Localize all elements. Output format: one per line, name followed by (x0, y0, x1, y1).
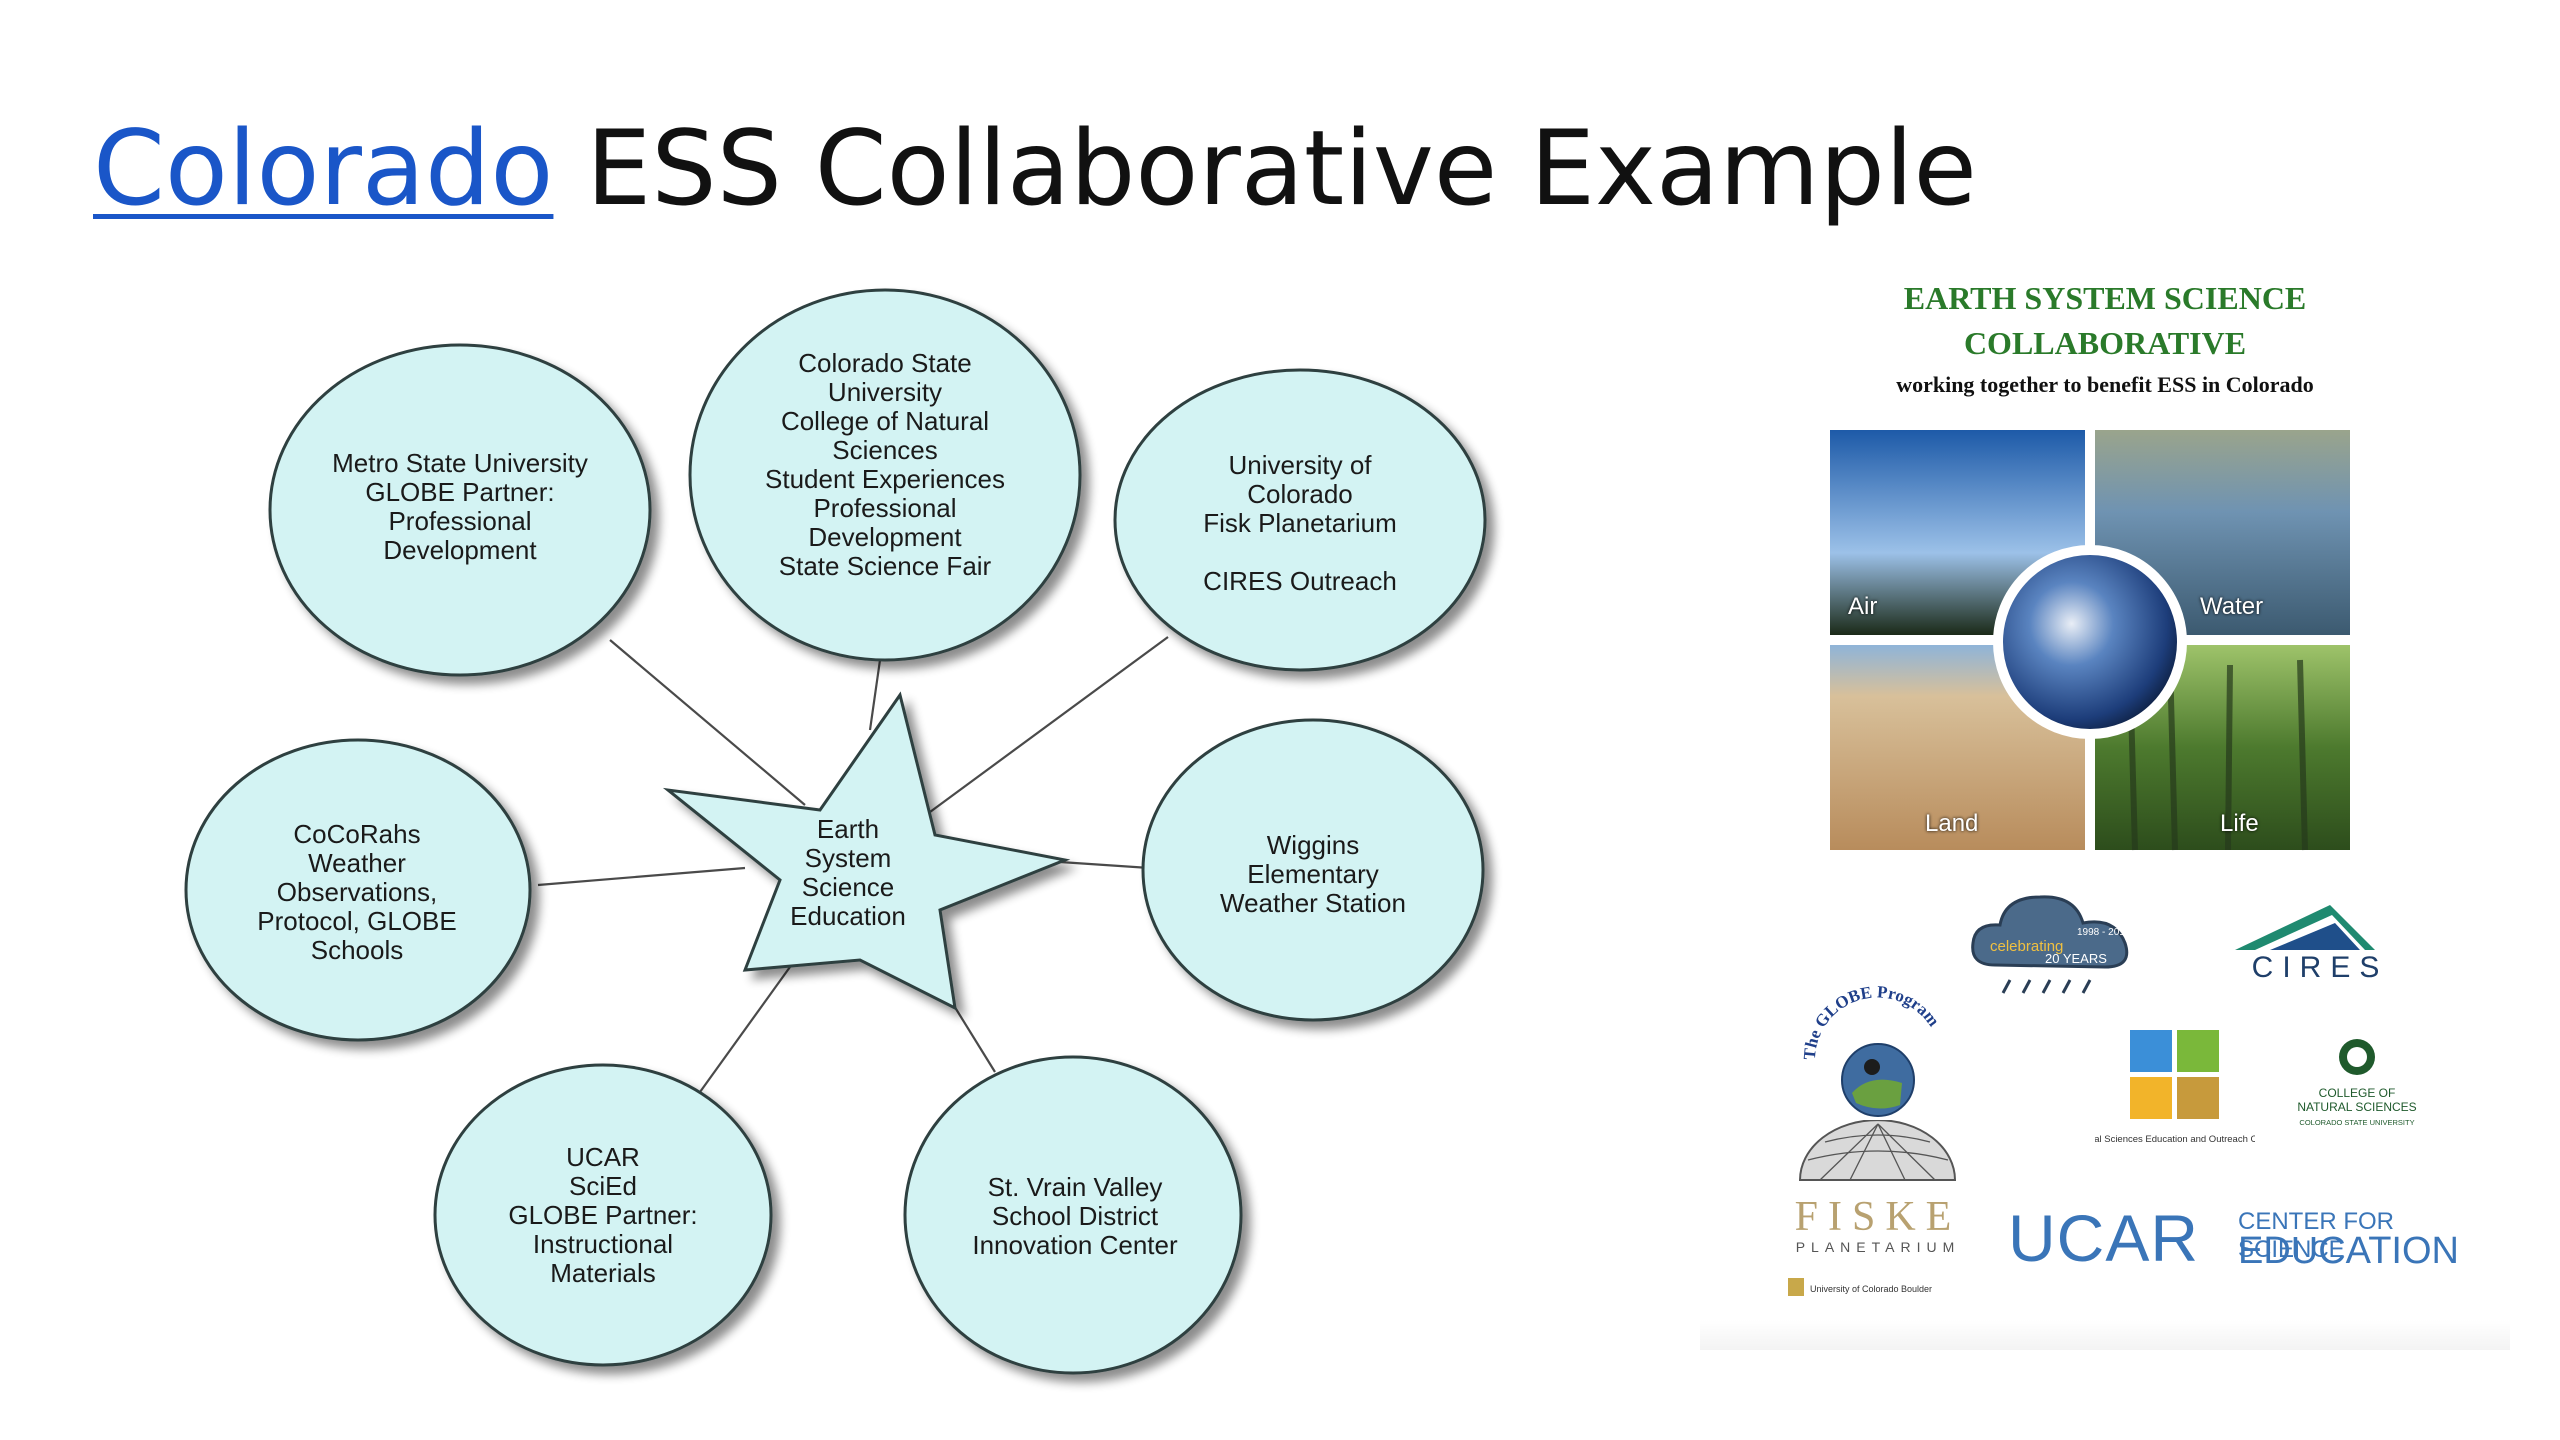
air-label: Air (1848, 593, 1878, 620)
poster-heading-2: COLLABORATIVE (1963, 325, 2247, 361)
earth-globe-image (1993, 545, 2187, 739)
node-label-line: University of (1228, 450, 1372, 480)
svg-text:20 YEARS: 20 YEARS (2045, 951, 2107, 966)
node-ucar (433, 1063, 773, 1367)
node-label-line: Colorado State (798, 348, 971, 378)
ess-collaborative-poster: EARTH SYSTEM SCIENCE COLLABORATIVE worki… (1700, 265, 2510, 1350)
svg-text:1998 - 2018: 1998 - 2018 (2077, 927, 2131, 938)
node-label-line: CoCoRahs (293, 819, 420, 849)
node-label-line: Materials (550, 1258, 655, 1288)
connector-ucar (699, 959, 796, 1093)
node-label-line: State Science Fair (779, 551, 992, 581)
node-label-line: Earth (817, 814, 879, 844)
node-label-line: Metro State University (332, 448, 588, 478)
colorado-link[interactable]: Colorado (93, 109, 554, 229)
node-st-vrain (903, 1055, 1243, 1375)
node-label-line: Observations, (277, 877, 437, 907)
node-label-line: SciEd (569, 1171, 637, 1201)
globe-program-logo: The GLOBE Program (1800, 985, 1943, 1117)
poster-heading-1: EARTH SYSTEM SCIENCE (1903, 280, 2307, 316)
node-label-line: Development (808, 522, 962, 552)
ucar-cse-logo: UCAR CENTER FOR SCIENCE EDUCATION (2008, 1200, 2488, 1280)
node-label-line: Innovation Center (972, 1230, 1178, 1260)
svg-text:PLANETARIUM: PLANETARIUM (1796, 1239, 1961, 1255)
node-label-line: GLOBE Partner: (365, 477, 554, 507)
water-label: Water (2200, 593, 2264, 620)
node-label-line: CIRES Outreach (1203, 566, 1397, 596)
node-label-line: Professional (813, 493, 956, 523)
fiske-planetarium-logo: FISKE PLANETARIUM University of Colorado… (1788, 1120, 1962, 1296)
nseoc-logo: Natural Sciences Education and Outreach … (2095, 1030, 2255, 1145)
svg-text:NATURAL SCIENCES: NATURAL SCIENCES (2297, 1100, 2416, 1114)
land-label: Land (1925, 810, 1979, 837)
node-metro-state (268, 343, 652, 677)
node-label-line: Instructional (533, 1229, 673, 1259)
earth-system-photo-grid (1830, 430, 2350, 851)
node-label-line: Student Experiences (765, 464, 1005, 494)
connector-csu (868, 659, 882, 731)
node-label-line: Elementary (1247, 859, 1379, 889)
node-label-line: University (828, 377, 942, 407)
cse-line-2: EDUCATION (2238, 1230, 2459, 1272)
connector-lines (537, 636, 1169, 1093)
node-cu-fiske (1113, 368, 1487, 672)
svg-text:FISKE: FISKE (1795, 1194, 1962, 1240)
svg-text:COLORADO STATE UNIVERSITY: COLORADO STATE UNIVERSITY (2299, 1118, 2414, 1127)
node-label-line: St. Vrain Valley (988, 1172, 1163, 1202)
node-label-line: System (805, 843, 892, 873)
csu-cns-logo: COLLEGE OF NATURAL SCIENCES COLORADO STA… (2297, 1039, 2417, 1127)
ucar-wordmark: UCAR (2008, 1201, 2200, 1275)
cires-logo: CIRES (2235, 905, 2389, 984)
node-label-line: UCAR (566, 1142, 640, 1172)
poster-bottom-shadow (1700, 1320, 2510, 1350)
node-wiggins (1141, 718, 1485, 1022)
svg-text:COLLEGE OF: COLLEGE OF (2319, 1086, 2396, 1100)
node-label-line: Development (383, 535, 537, 565)
cse-line-1: CENTER FOR SCIENCE (2238, 1208, 2394, 1263)
node-cocorahs (184, 738, 532, 1042)
node-label-line: Education (790, 901, 906, 931)
svg-text:celebrating: celebrating (1990, 938, 2063, 955)
node-label-line: Schools (311, 935, 404, 965)
svg-text:CIRES: CIRES (2252, 951, 2389, 984)
slide-title: Colorado ESS Collaborative Example (93, 108, 1977, 232)
node-label-line: Weather (308, 848, 406, 878)
poster-subtitle: working together to benefit ESS in Color… (1896, 372, 2314, 397)
connector-cu-fiske (929, 636, 1169, 813)
title-rest: ESS Collaborative Example (553, 109, 1977, 229)
connector-wiggins (1059, 860, 1151, 870)
node-csu (688, 288, 1082, 662)
node-label-line (1296, 537, 1303, 567)
center-star (662, 691, 1071, 1011)
node-label-line: Weather Station (1220, 888, 1406, 918)
node-label-line: GLOBE Partner: (508, 1200, 697, 1230)
node-label-line: Fisk Planetarium (1203, 508, 1397, 538)
connector-cocorahs (537, 866, 746, 887)
node-label-line: Professional (388, 506, 531, 536)
node-label-line: School District (992, 1201, 1159, 1231)
node-label-line: Sciences (832, 435, 938, 465)
node-label-line: Protocol, GLOBE (257, 906, 456, 936)
nseoc-caption: Natural Sciences Education and Outreach … (2095, 1134, 2255, 1145)
svg-text:University of Colorado Boulder: University of Colorado Boulder (1810, 1284, 1932, 1294)
node-label-line: Science (802, 872, 895, 902)
node-label-line: Wiggins (1267, 830, 1359, 860)
node-label-line: Colorado (1247, 479, 1353, 509)
life-label: Life (2220, 810, 2259, 837)
cocorahs-cloud-logo: 1998 - 2018 celebrating 20 YEARS (1971, 895, 2131, 994)
connector-metro-state (609, 639, 806, 806)
node-label-line: College of Natural (781, 406, 989, 436)
